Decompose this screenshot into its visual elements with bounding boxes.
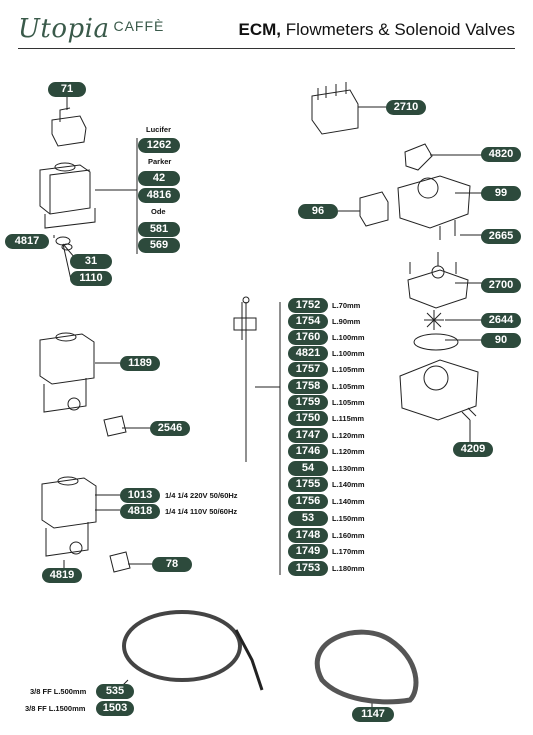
label-lucifer: Lucifer — [146, 125, 172, 134]
part-badge-4816[interactable]: 4816 — [138, 188, 180, 203]
probe-badge-1749[interactable]: 1749 — [288, 544, 328, 559]
probe-badge-1747[interactable]: 1747 — [288, 428, 328, 443]
probe-badge-1755[interactable]: 1755 — [288, 477, 328, 492]
probe-badge-1753[interactable]: 1753 — [288, 561, 328, 576]
header-divider — [18, 48, 515, 49]
part-badge-1189[interactable]: 1189 — [120, 356, 160, 371]
probe-length-1752: L.70mm — [332, 301, 361, 310]
probe-badge-1760[interactable]: 1760 — [288, 330, 328, 345]
probe-length-1755: L.140mm — [332, 480, 365, 489]
probe-length-1753: L.180mm — [332, 564, 365, 573]
part-badge-581[interactable]: 581 — [138, 222, 180, 237]
part-badge-1503[interactable]: 1503 — [96, 701, 134, 716]
part-badge-4819[interactable]: 4819 — [42, 568, 82, 583]
part-badge-71[interactable]: 71 — [48, 82, 86, 97]
probe-badge-54[interactable]: 54 — [288, 461, 328, 476]
probe-length-4821: L.100mm — [332, 349, 365, 358]
probe-length-1759: L.105mm — [332, 398, 365, 407]
part-badge-1147[interactable]: 1147 — [352, 707, 394, 722]
part-badge-4818[interactable]: 4818 — [120, 504, 160, 519]
label-ode: Ode — [151, 207, 166, 216]
probe-length-1750: L.115mm — [332, 414, 365, 423]
part-badge-2710[interactable]: 2710 — [386, 100, 426, 115]
probe-badge-1754[interactable]: 1754 — [288, 314, 328, 329]
part-badge-96[interactable]: 96 — [298, 204, 338, 219]
probe-badge-1748[interactable]: 1748 — [288, 528, 328, 543]
part-badge-42[interactable]: 42 — [138, 171, 180, 186]
part-badge-2665[interactable]: 2665 — [481, 229, 521, 244]
brand-script: Utopia — [18, 14, 110, 44]
part-badge-99[interactable]: 99 — [481, 186, 521, 201]
probe-badge-4821[interactable]: 4821 — [288, 346, 328, 361]
probe-badge-1757[interactable]: 1757 — [288, 362, 328, 377]
probe-length-1758: L.105mm — [332, 382, 365, 391]
part-badge-31[interactable]: 31 — [70, 254, 112, 269]
probe-length-1747: L.120mm — [332, 431, 365, 440]
part-badge-1013[interactable]: 1013 — [120, 488, 160, 503]
page-title-bold: ECM, — [238, 20, 281, 39]
probe-length-1746: L.120mm — [332, 447, 365, 456]
part-badge-4817[interactable]: 4817 — [5, 234, 49, 249]
part-badge-535[interactable]: 535 — [96, 684, 134, 699]
probe-length-54: L.130mm — [332, 464, 365, 473]
page-title: ECM, Flowmeters & Solenoid Valves — [238, 20, 515, 40]
part-badge-4820[interactable]: 4820 — [481, 147, 521, 162]
probe-badge-53[interactable]: 53 — [288, 511, 328, 526]
part-badge-1110[interactable]: 1110 — [70, 271, 112, 286]
part-badge-2644[interactable]: 2644 — [481, 313, 521, 328]
part-badge-4209[interactable]: 4209 — [453, 442, 493, 457]
part-badge-78[interactable]: 78 — [152, 557, 192, 572]
brand-caffe: CAFFÈ — [113, 18, 165, 34]
probe-length-1749: L.170mm — [332, 547, 365, 556]
desc-4818: 1/4 1/4 110V 50/60Hz — [165, 507, 238, 516]
probe-length-1760: L.100mm — [332, 333, 365, 342]
probe-badge-1750[interactable]: 1750 — [288, 411, 328, 426]
probe-length-53: L.150mm — [332, 514, 365, 523]
probe-length-1754: L.90mm — [332, 317, 361, 326]
part-badge-2700[interactable]: 2700 — [481, 278, 521, 293]
probe-badge-1759[interactable]: 1759 — [288, 395, 328, 410]
probe-length-1748: L.160mm — [332, 531, 365, 540]
probe-length-1756: L.140mm — [332, 497, 365, 506]
probe-badge-1746[interactable]: 1746 — [288, 444, 328, 459]
probe-badge-1758[interactable]: 1758 — [288, 379, 328, 394]
part-badge-90[interactable]: 90 — [481, 333, 521, 348]
probe-badge-1752[interactable]: 1752 — [288, 298, 328, 313]
page-title-rest: Flowmeters & Solenoid Valves — [280, 20, 515, 39]
desc-535: 3/8 FF L.500mm — [30, 687, 87, 696]
probe-length-1757: L.105mm — [332, 365, 365, 374]
probe-badge-1756[interactable]: 1756 — [288, 494, 328, 509]
part-badge-1262[interactable]: 1262 — [138, 138, 180, 153]
label-parker: Parker — [148, 157, 172, 166]
desc-1013: 1/4 1/4 220V 50/60Hz — [165, 491, 238, 500]
part-badge-569[interactable]: 569 — [138, 238, 180, 253]
part-badge-2546[interactable]: 2546 — [150, 421, 190, 436]
desc-1503: 3/8 FF L.1500mm — [25, 704, 86, 713]
